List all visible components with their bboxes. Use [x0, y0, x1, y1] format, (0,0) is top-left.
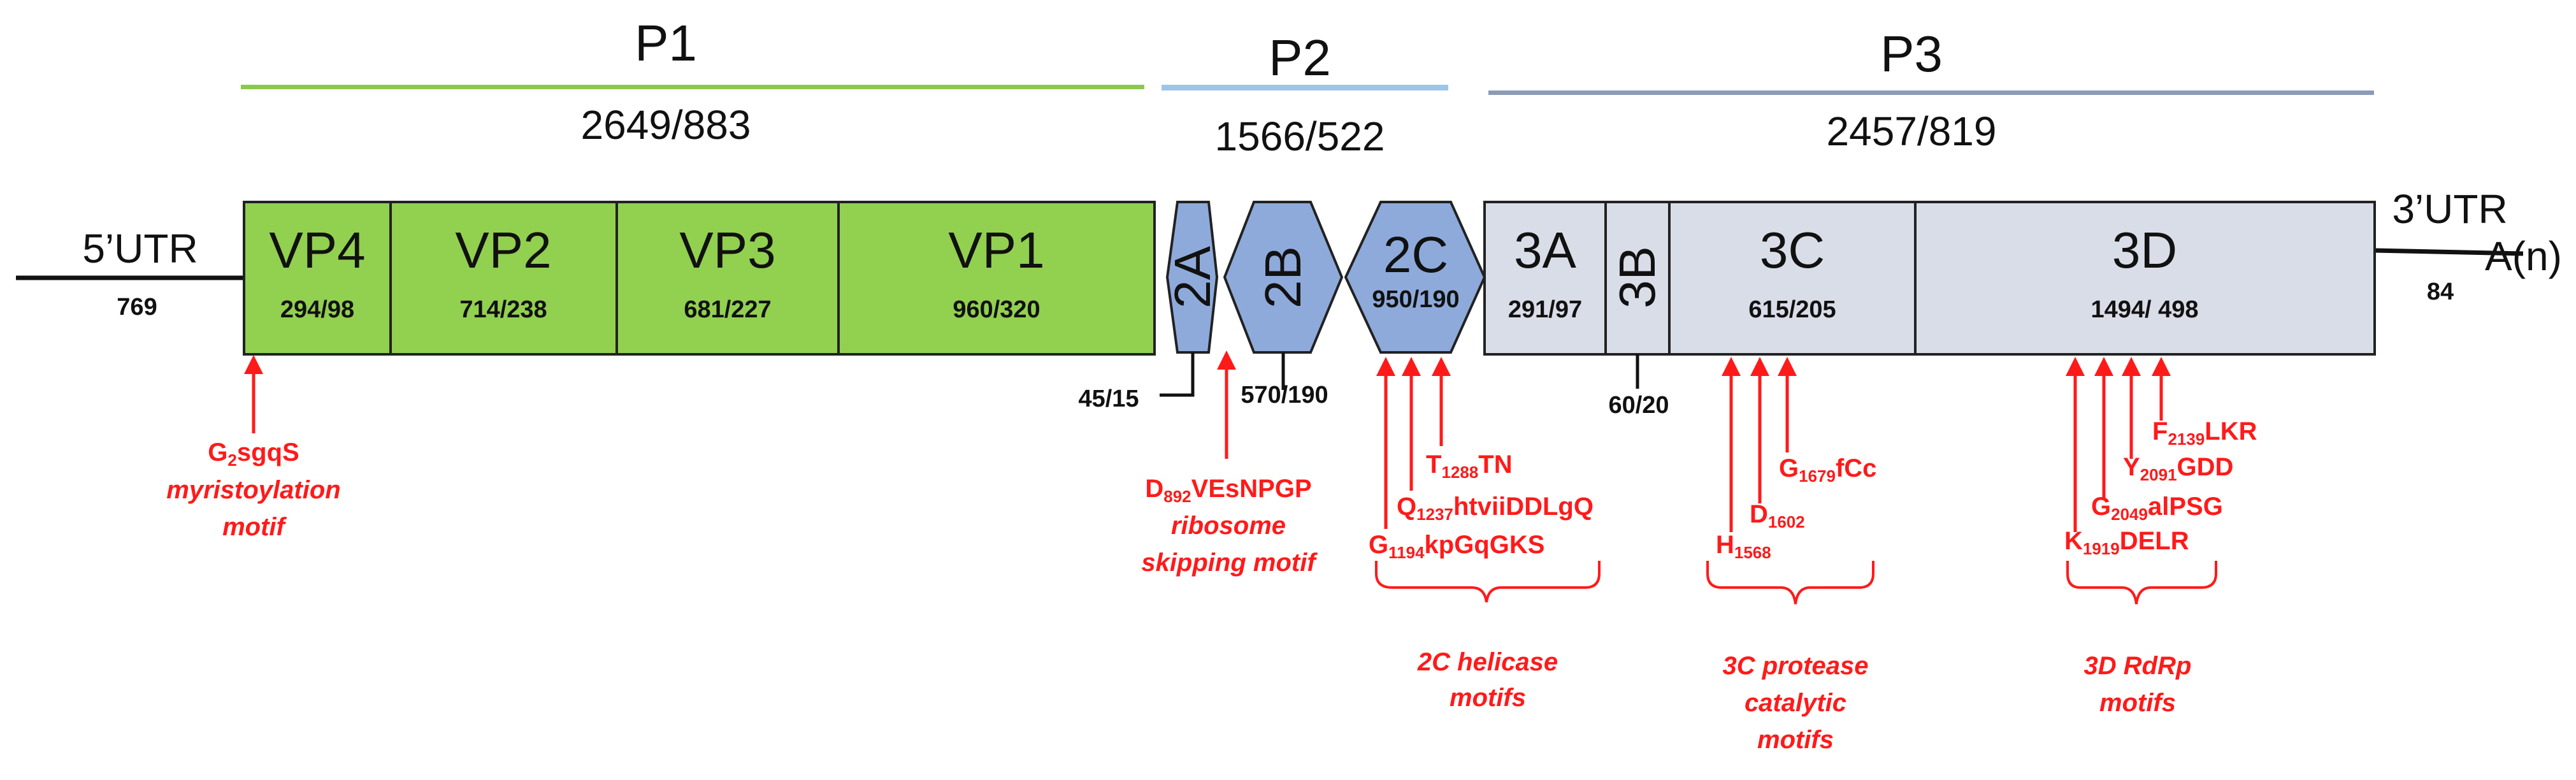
motif-c2-t: T1288TN — [1426, 451, 1513, 482]
p3d-size: 1494/ 498 — [2090, 296, 2198, 323]
vp4-box — [243, 201, 392, 356]
p2c-hexagon — [1344, 201, 1486, 354]
motif-myr-line3: motif — [222, 513, 287, 541]
utr3-size: 84 — [2427, 278, 2454, 305]
p2a-size: 45/15 — [1078, 386, 1139, 412]
motif-rib-line3: skipping motif — [1141, 549, 1318, 577]
motif-arrows — [244, 350, 2171, 532]
p3a-label: 3A — [1514, 222, 1576, 278]
protease-brace — [1706, 561, 1874, 605]
p2a-label: 2A — [1164, 245, 1221, 308]
motif-d3-k: K1919DELR — [2064, 527, 2189, 558]
p1-label: P1 — [635, 15, 697, 71]
motif-c3-g: G1679fCc — [1779, 454, 1876, 486]
motif-c2-g: G1194kpGqGKS — [1369, 531, 1544, 562]
p2b-hexagon — [1223, 201, 1344, 354]
protease-label-line3: motifs — [1757, 726, 1834, 754]
p1-size: 2649/883 — [581, 102, 751, 148]
vp2-size: 714/238 — [459, 296, 547, 323]
utr3-line — [2374, 248, 2524, 256]
p3b-label: 3B — [1609, 246, 1666, 308]
p1-region-bar — [241, 85, 1144, 89]
vp1-label: VP1 — [948, 222, 1044, 278]
vp3-size: 681/227 — [684, 296, 771, 323]
p2c-size: 950/190 — [1372, 286, 1459, 313]
helicase-label-line2: motifs — [1450, 684, 1526, 712]
motif-c2-q: Q1237htviiDDLgQ — [1397, 493, 1594, 524]
protease-label-line1: 3C protease — [1723, 652, 1869, 680]
p2c-label: 2C — [1383, 226, 1448, 283]
p3c-label: 3C — [1760, 222, 1825, 278]
utr5-size: 769 — [117, 294, 157, 321]
motif-d3-g: G2049alPSG — [2091, 493, 2223, 524]
helicase-label-line1: 2C helicase — [1417, 648, 1558, 676]
rdrp-label-line2: motifs — [2099, 689, 2176, 717]
p3c-size: 615/205 — [1748, 296, 1836, 323]
utr5-label: 5’UTR — [82, 226, 198, 271]
motif-myr-line2: myristoylation — [166, 476, 340, 504]
p3-region-bar — [1488, 90, 2374, 95]
vp3-label: VP3 — [679, 222, 775, 278]
p3d-label: 3D — [2112, 222, 2177, 278]
motif-rib: D892VEsNPGP — [1145, 475, 1311, 506]
motif-rib-line2: ribosome — [1171, 512, 1286, 540]
motif-d3-f: F2139LKR — [2152, 417, 2257, 449]
vp2-label: VP2 — [455, 222, 551, 278]
p3-size: 2457/819 — [1827, 108, 1997, 154]
poly-a-label: A(n) — [2485, 233, 2562, 279]
motif-c3-d: D1602 — [1750, 500, 1805, 531]
p3b-size: 60/20 — [1608, 392, 1669, 419]
vp4-label: VP4 — [269, 222, 365, 278]
motif-myr: G2sgqS — [208, 438, 299, 470]
vp1-box — [837, 201, 1156, 356]
motif-c3-h: H1568 — [1716, 531, 1771, 562]
rdrp-label-line1: 3D RdRp — [2084, 652, 2192, 680]
protease-label-line2: catalytic — [1745, 689, 1846, 717]
p3a-box — [1483, 201, 1607, 356]
p2-region-bar — [1162, 85, 1448, 90]
helicase-brace — [1375, 561, 1601, 603]
p2a-callout — [1160, 352, 1195, 397]
p2b-label: 2B — [1255, 246, 1311, 308]
rdrp-brace — [2066, 561, 2217, 605]
p2-size: 1566/522 — [1215, 113, 1385, 159]
vp4-size: 294/98 — [280, 296, 354, 323]
p2-label: P2 — [1269, 29, 1331, 86]
vp3-box — [615, 201, 840, 356]
group-braces — [1375, 561, 2217, 605]
p2a-hexagon — [1165, 201, 1219, 354]
utr3-label: 3’UTR — [2392, 186, 2507, 232]
p3a-size: 291/97 — [1508, 296, 1582, 323]
p3-label: P3 — [1880, 25, 1943, 82]
p2b-size: 570/190 — [1241, 382, 1328, 408]
p3d-box — [1914, 201, 2376, 356]
motif-d3-y: Y2091GDD — [2123, 453, 2233, 484]
vp1-size: 960/320 — [953, 296, 1040, 323]
